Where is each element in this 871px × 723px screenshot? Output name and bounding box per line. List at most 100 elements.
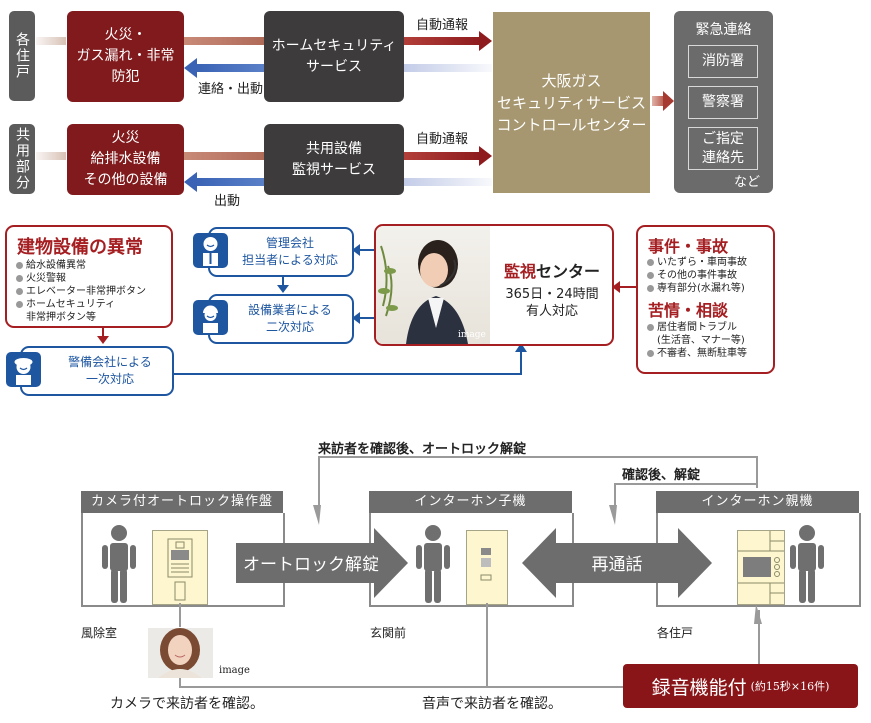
dispatch-label: 連絡・出動 xyxy=(198,82,264,97)
camera-line xyxy=(179,603,181,627)
incidents-title: 事件・事故 xyxy=(648,237,729,256)
event-box-units: 火災・ ガス漏れ・非常 防犯 xyxy=(67,11,184,102)
emergency-panel: 緊急連絡 消防署 警察署 ご指定 連絡先 など xyxy=(674,11,773,193)
monitoring-center-staffed: 有人対応 xyxy=(525,304,578,319)
center-to-manager-line xyxy=(360,249,376,251)
bullet-icon xyxy=(647,271,654,279)
arrow-left-icon xyxy=(352,312,360,324)
arrow-left-icon xyxy=(612,281,620,293)
guard-response-label: 警備会社による 一次対応 xyxy=(68,355,152,386)
bullet-icon xyxy=(16,287,23,295)
bullet-icon xyxy=(647,324,654,331)
operator-photo: image xyxy=(376,226,490,344)
connector-bar xyxy=(36,37,66,45)
incident-to-center-line xyxy=(620,286,636,288)
mid-feedback-label: 確認後、解錠 xyxy=(622,468,701,483)
common-facility-service-box: 共用設備 監視サービス xyxy=(264,124,404,195)
dispatch-label: 出動 xyxy=(214,194,241,209)
control-to-emergency-arrow-head xyxy=(663,91,674,111)
bottom-connection-line xyxy=(179,686,625,688)
mid-feedback-drop xyxy=(614,483,616,507)
feedback-arrow-icon xyxy=(313,505,321,525)
emergency-item-police: 警察署 xyxy=(688,86,758,119)
visitor-photo xyxy=(148,628,213,678)
side-label-common: 共用部分 xyxy=(9,124,35,194)
list-item: いたずら・車両事故 xyxy=(647,256,747,269)
list-item: 不審者、無断駐車等 xyxy=(647,347,747,360)
worker-response-box: 設備業者による 二次対応 xyxy=(208,294,354,344)
list-item: 給水設備異常 xyxy=(16,259,146,272)
worker-response-label: 設備業者による 二次対応 xyxy=(248,303,332,334)
camera-note: カメラで来訪者を確認。 xyxy=(110,696,264,712)
list-item: 居住者間トラブル (生活音、マナー等) xyxy=(647,321,747,347)
bullet-icon xyxy=(16,301,23,308)
guard-to-center-line xyxy=(172,373,522,375)
dispatch-arrow-head xyxy=(184,172,197,192)
bullet-icon xyxy=(16,274,23,282)
recording-line xyxy=(758,610,760,664)
building-to-guard-line xyxy=(102,327,104,338)
auto-report-bar xyxy=(404,37,480,45)
manager-response-box: 管理会社 担当者による対応 xyxy=(208,227,354,277)
recording-sub-label: (約15秒×16件) xyxy=(750,680,830,693)
list-item: ホームセキュリティ 非常押ボタン等 xyxy=(16,298,146,324)
visitor-photo-caption: image xyxy=(219,665,250,676)
building-abnormal-title: 建物設備の異常 xyxy=(17,237,143,258)
unit-header-autolock: カメラ付オートロック操作盤 xyxy=(81,491,283,513)
manager-to-worker-line xyxy=(282,275,284,287)
autolock-panel-icon xyxy=(152,530,208,605)
side-label-units: 各住戸 xyxy=(9,11,35,101)
mid-feedback-line xyxy=(614,483,758,485)
dispatch-arrow-head xyxy=(184,58,197,78)
auto-report-arrow-head xyxy=(479,146,492,166)
location-label-vestibule: 風除室 xyxy=(81,626,118,640)
worker-icon xyxy=(193,300,228,335)
monitoring-center-hours: 365日・24時間 xyxy=(505,287,599,302)
home-security-service-box: ホームセキュリティ サービス xyxy=(264,11,404,102)
recall-label: 再通話 xyxy=(591,555,643,575)
recording-feature-badge: 録音機能付(約15秒×16件) xyxy=(623,664,858,708)
feedback-arrow-icon xyxy=(609,505,617,525)
arrow-left-icon xyxy=(352,244,360,256)
bullet-icon xyxy=(647,258,654,266)
emergency-title: 緊急連絡 xyxy=(695,22,752,38)
complaints-list: 居住者間トラブル (生活音、マナー等) 不審者、無断駐車等 xyxy=(647,321,747,360)
incidents-box: 事件・事故 いたずら・車両事故 その他の事件事故 専有部分(水漏れ等) 苦情・相… xyxy=(636,225,775,374)
person-icon xyxy=(790,523,824,603)
bullet-icon xyxy=(647,349,654,357)
recording-main-label: 録音機能付 xyxy=(651,676,747,699)
list-item: その他の事件事故 xyxy=(647,269,747,282)
bullet-icon xyxy=(647,284,654,292)
report-bar xyxy=(184,152,264,160)
master-station-icon xyxy=(737,530,785,605)
bullet-icon xyxy=(16,261,23,269)
autolock-unlock-label: オートロック解錠 xyxy=(243,555,379,575)
top-feedback-rise xyxy=(756,456,758,488)
guard-to-center-line-vertical xyxy=(520,350,522,375)
manager-icon xyxy=(193,233,228,268)
top-feedback-line xyxy=(318,456,758,458)
auto-report-label: 自動通報 xyxy=(416,18,469,33)
recall-arrow: 再通話 xyxy=(522,528,712,598)
arrow-up-icon xyxy=(515,343,527,352)
top-feedback-label: 来訪者を確認後、オートロック解錠 xyxy=(318,442,527,457)
top-feedback-drop xyxy=(318,456,320,506)
report-bar xyxy=(184,37,264,45)
voice-note: 音声で来訪者を確認。 xyxy=(422,696,562,712)
auto-report-arrow-head xyxy=(479,31,492,51)
return-bar xyxy=(404,178,492,186)
center-to-worker-line xyxy=(360,317,376,319)
arrow-down-icon xyxy=(97,336,109,344)
dispatch-bar xyxy=(196,64,264,72)
connector-bar xyxy=(36,152,66,160)
emergency-item-designated: ご指定 連絡先 xyxy=(688,127,758,170)
location-label-entrance: 玄関前 xyxy=(370,626,407,640)
return-bar xyxy=(404,64,492,72)
operator-photo-caption: image xyxy=(458,330,486,340)
event-box-common: 火災 給排水設備 その他の設備 xyxy=(67,124,184,195)
guard-icon xyxy=(6,352,41,387)
person-icon xyxy=(416,523,450,603)
dispatch-bar xyxy=(196,178,264,186)
building-abnormal-box: 建物設備の異常 給水設備異常 火災警報 エレベーター非常押ボタン ホームセキュリ… xyxy=(5,225,173,328)
guard-response-box: 警備会社による 一次対応 xyxy=(20,346,174,396)
